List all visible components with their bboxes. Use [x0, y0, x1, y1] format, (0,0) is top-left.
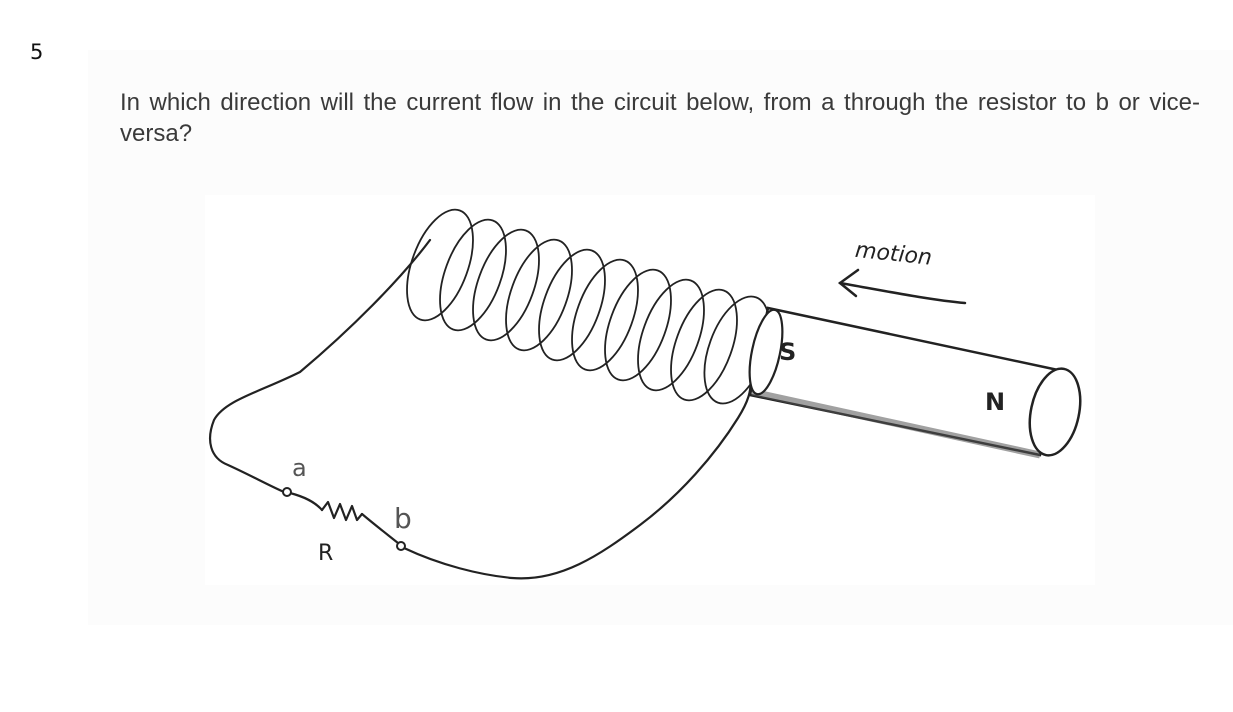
north-pole-label: N — [985, 388, 1005, 416]
bar-magnet — [748, 306, 1082, 459]
terminal-a — [282, 487, 292, 497]
resistor — [320, 500, 364, 522]
wire-resistor-b — [360, 512, 400, 545]
wire-left — [209, 238, 432, 494]
coil — [406, 208, 771, 405]
terminal-b-label: b — [394, 502, 412, 535]
wire-a-resistor — [288, 491, 324, 512]
south-pole-label: S — [779, 338, 796, 366]
motion-arrow — [837, 268, 967, 305]
terminal-b — [396, 541, 406, 551]
terminal-a-label: a — [292, 454, 307, 482]
wire-bottom — [402, 376, 752, 580]
resistor-label: R — [318, 541, 333, 566]
question-text: In which direction will the current flow… — [120, 89, 1200, 147]
motion-label: motion — [854, 238, 933, 271]
question-number: 5 — [30, 40, 44, 64]
